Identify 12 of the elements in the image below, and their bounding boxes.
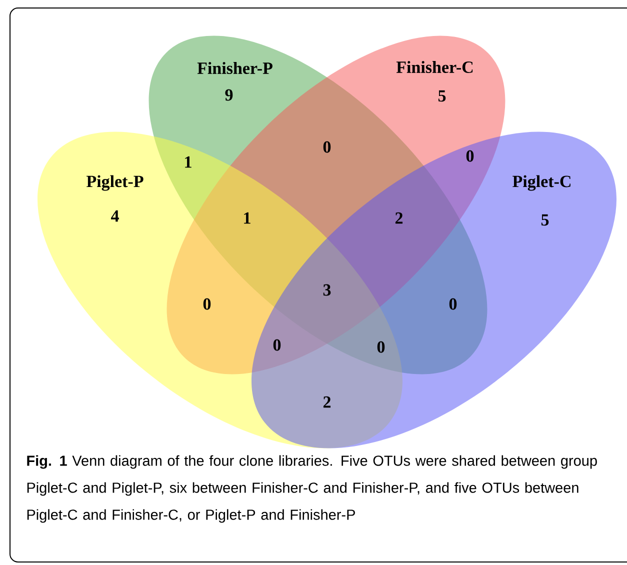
region-count: 1 <box>244 212 250 224</box>
region-count: 0 <box>466 150 474 162</box>
region-count: 0 <box>203 298 211 310</box>
region-count: 0 <box>377 341 385 353</box>
caption: Fig. 1 Venn diagram of the four clone libraries. Five OTUs were shared between group Piglet-C and Piglet-P, six between Finisher-C and Finisher-P, and five OTUs between Piglet-C and Finisher-C, or Piglet-P and Finisher-P <box>27 455 597 523</box>
region-count: 0 <box>273 339 281 351</box>
region-count: 0 <box>323 141 331 153</box>
region-count: 2 <box>395 212 403 224</box>
region-count: 1 <box>185 156 192 168</box>
region-count: 3 <box>323 284 331 296</box>
region-count: 2 <box>323 396 331 408</box>
region-count: 0 <box>449 298 457 310</box>
